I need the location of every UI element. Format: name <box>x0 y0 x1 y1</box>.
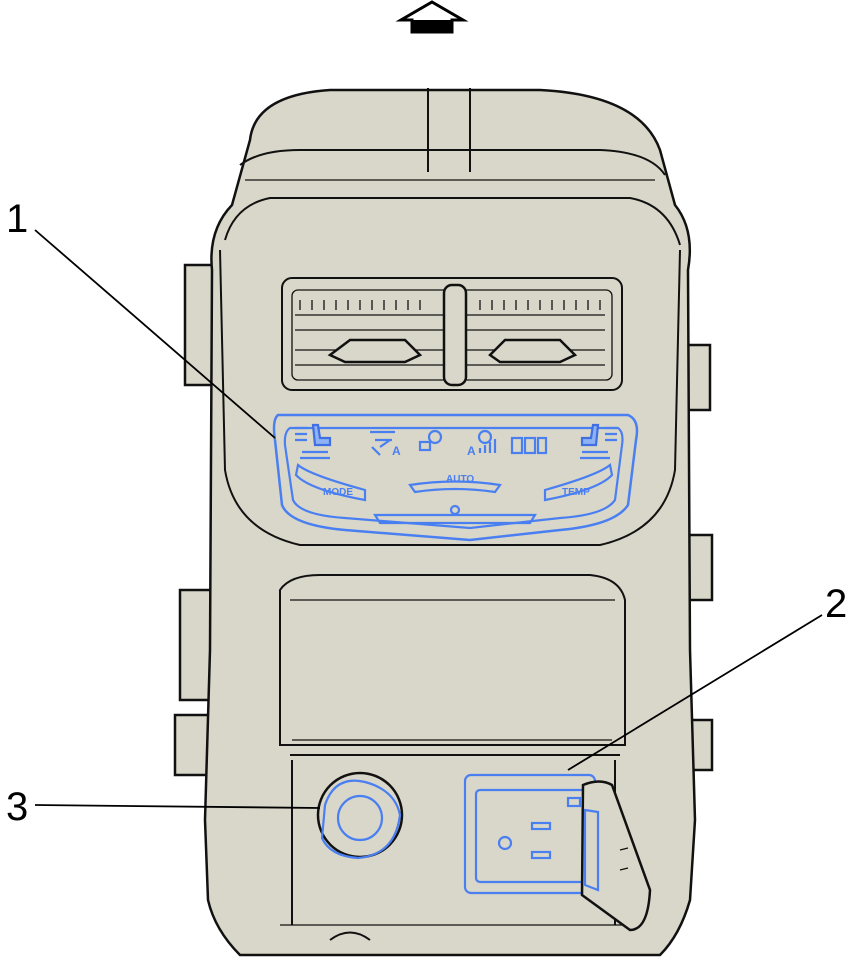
svg-text:A: A <box>392 444 401 458</box>
power-lock-icon <box>418 429 443 452</box>
mode-label: MODE <box>323 487 353 498</box>
ac-power-outlet <box>463 773 652 932</box>
callout-1: 1 <box>6 197 28 241</box>
climate-control-panel: A A MODE TEMP AUTO <box>272 413 639 542</box>
callout-leader-lines <box>34 229 823 809</box>
auto-label: AUTO <box>446 474 474 485</box>
svg-text:A: A <box>467 444 476 458</box>
callout-3: 3 <box>6 785 28 829</box>
accessory-power-outlet <box>316 771 404 860</box>
auto-button[interactable]: AUTO <box>408 474 502 494</box>
temp-label: TEMP <box>562 487 590 498</box>
fan-speed-icon: A <box>467 429 497 458</box>
airflow-mode-icon: A <box>370 430 401 458</box>
seat-heater-left-icon <box>295 423 332 447</box>
temperature-display-icon <box>510 436 548 455</box>
mode-button[interactable]: MODE <box>294 450 367 502</box>
power-button[interactable] <box>373 504 537 525</box>
temp-button[interactable]: TEMP <box>543 450 614 502</box>
callout-2: 2 <box>825 582 847 626</box>
seat-heater-right-icon <box>580 423 617 447</box>
arrow-up-forward-icon <box>395 0 469 34</box>
